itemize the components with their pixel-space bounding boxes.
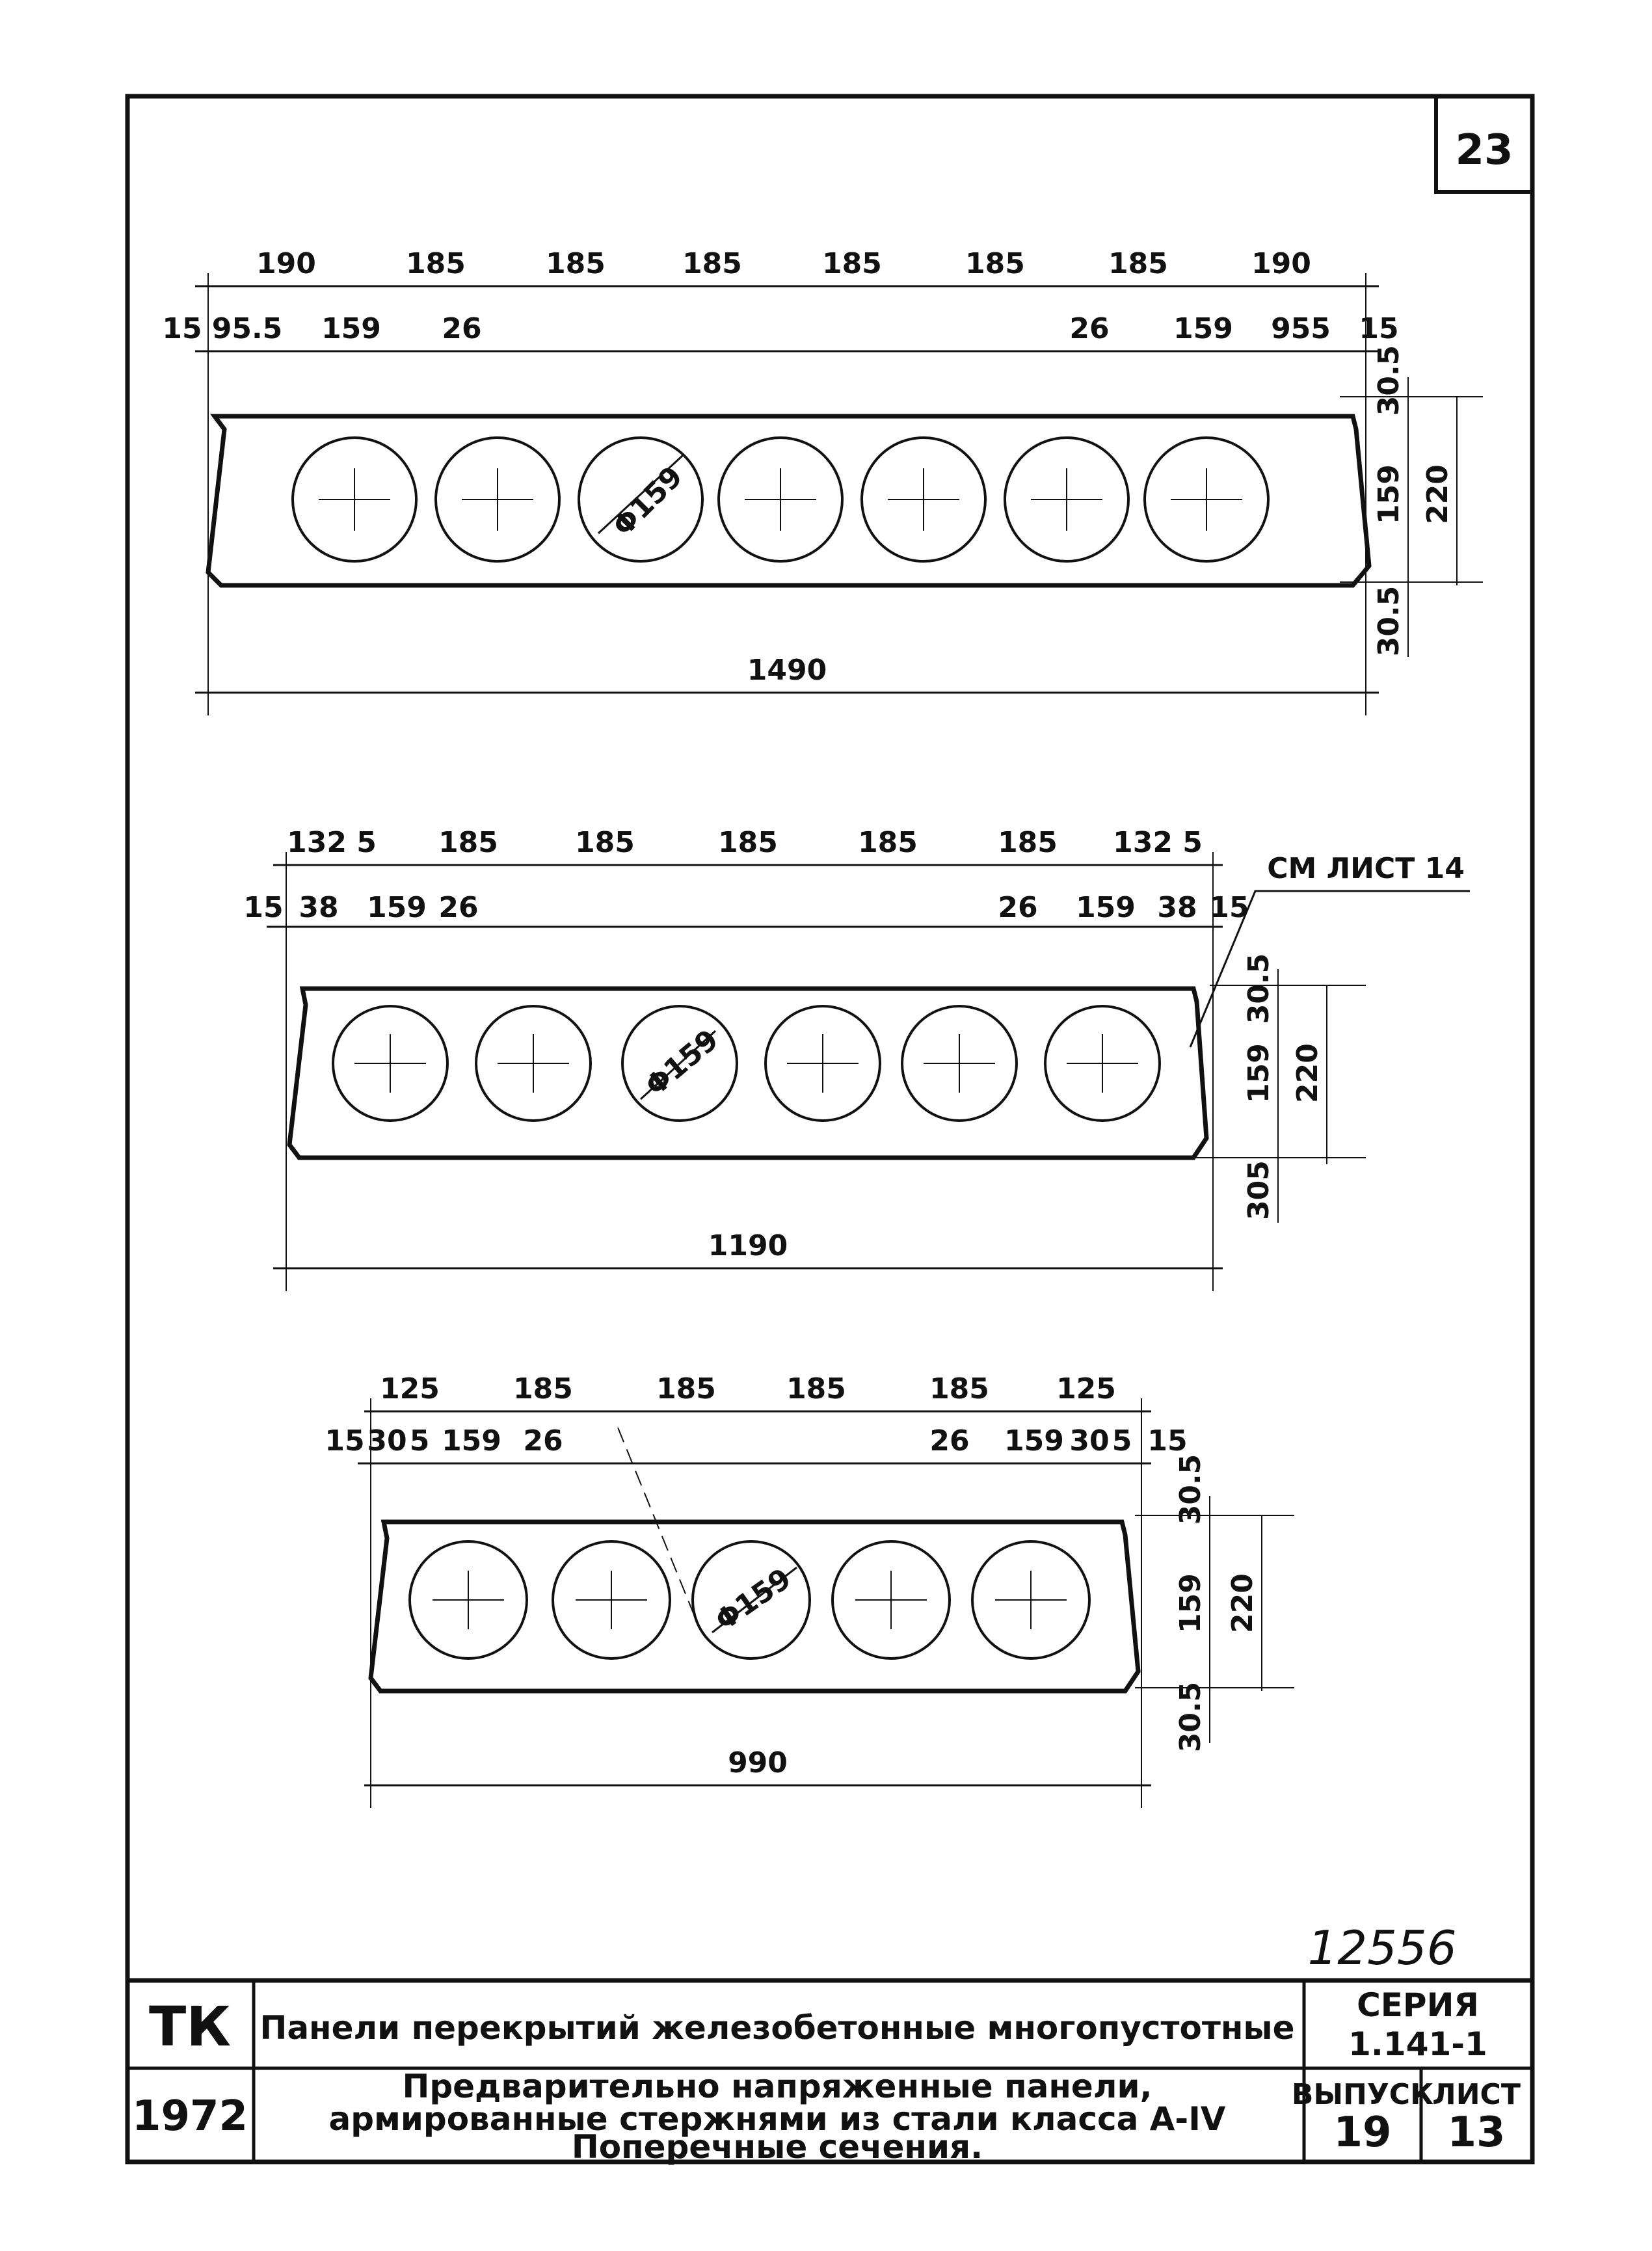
svg-text:132 5: 132 5	[287, 826, 377, 859]
svg-text:185: 185	[998, 826, 1058, 859]
svg-text:1190: 1190	[708, 1229, 788, 1262]
panel-outline-1490	[206, 414, 1372, 588]
series-value: 1.141-1	[1348, 2025, 1487, 2063]
svg-text:305: 305	[1242, 1160, 1275, 1220]
svg-text:185: 185	[438, 826, 498, 859]
svg-text:990: 990	[728, 1746, 788, 1779]
svg-text:190: 190	[1251, 247, 1311, 280]
svg-text:15: 15	[243, 891, 283, 924]
svg-text:30.5: 30.5	[1372, 586, 1406, 657]
svg-text:220: 220	[1421, 464, 1454, 524]
drawing-title: Панели перекрытий железобетонные многопу…	[260, 2009, 1294, 2047]
issue-label: ВЫПУСК	[1292, 2078, 1433, 2111]
svg-text:26: 26	[438, 891, 478, 924]
svg-text:185: 185	[406, 247, 466, 280]
svg-text:30: 30	[367, 1424, 406, 1458]
svg-text:159: 159	[1174, 1573, 1207, 1633]
svg-text:185: 185	[575, 826, 635, 859]
svg-text:185: 185	[682, 247, 742, 280]
svg-text:26: 26	[1069, 312, 1109, 345]
svg-text:185: 185	[965, 247, 1025, 280]
svg-text:159: 159	[1004, 1424, 1064, 1458]
voids-1190	[332, 1005, 1161, 1122]
svg-text:15: 15	[1209, 891, 1249, 924]
sheet-label: ЛИСТ	[1432, 2078, 1521, 2111]
series-label: СЕРИЯ	[1357, 1986, 1479, 2024]
voids-1490	[291, 436, 1270, 563]
svg-text:15: 15	[325, 1424, 364, 1458]
sheet-number: 23	[1455, 126, 1513, 174]
svg-text:26: 26	[929, 1424, 969, 1458]
svg-text:159: 159	[321, 312, 381, 345]
svg-text:185: 185	[513, 1372, 573, 1405]
svg-text:220: 220	[1226, 1573, 1259, 1633]
svg-text:185: 185	[718, 826, 778, 859]
svg-text:1490: 1490	[747, 654, 827, 687]
svg-text:5: 5	[1112, 1424, 1132, 1458]
svg-text:125: 125	[1056, 1372, 1116, 1405]
svg-text:Φ159: Φ159	[710, 1562, 797, 1638]
title-block: ТК 1972 Панели перекрытий железобетонные…	[127, 1978, 1532, 2166]
section-990: 125 185 185 185 185 125 15 30 5 159 26 2…	[325, 1372, 1294, 1808]
svg-text:38: 38	[299, 891, 338, 924]
drawing-subtitle-1: Предварительно напряженные панели,	[403, 2068, 1152, 2105]
svg-text:159: 159	[1242, 1043, 1275, 1103]
svg-text:955: 955	[1271, 312, 1331, 345]
svg-text:159: 159	[1076, 891, 1136, 924]
svg-text:15: 15	[1147, 1424, 1187, 1458]
svg-text:185: 185	[822, 247, 882, 280]
svg-text:185: 185	[656, 1372, 716, 1405]
see-sheet-note: СМ ЛИСТ 14	[1267, 852, 1465, 885]
drawing-subtitle-2: армированные стержнями из стали класса А…	[328, 2100, 1225, 2138]
sheet-number-box	[1434, 96, 1532, 194]
svg-text:159: 159	[1372, 464, 1406, 524]
svg-text:95.5: 95.5	[212, 312, 283, 345]
svg-text:26: 26	[442, 312, 481, 345]
svg-text:185: 185	[546, 247, 606, 280]
svg-text:5: 5	[410, 1424, 430, 1458]
svg-text:15: 15	[162, 312, 202, 345]
svg-text:38: 38	[1157, 891, 1197, 924]
issue-value: 19	[1333, 2109, 1391, 2157]
svg-text:125: 125	[380, 1372, 440, 1405]
panel-outline-1190	[287, 986, 1209, 1160]
panel-outline-990	[368, 1519, 1141, 1694]
svg-text:185: 185	[929, 1372, 989, 1405]
svg-text:Φ159: Φ159	[639, 1023, 725, 1102]
svg-text:26: 26	[998, 891, 1037, 924]
svg-text:159: 159	[367, 891, 427, 924]
section-1190: 132 5 185 185 185 185 185 132 5 15 38 15…	[243, 826, 1470, 1291]
voids-990	[408, 1540, 1091, 1660]
svg-text:30: 30	[1069, 1424, 1109, 1458]
sheet-border	[125, 94, 1535, 2164]
svg-text:30.5: 30.5	[1174, 1454, 1207, 1525]
drawing-subtitle-3: Поперечные сечения.	[572, 2128, 983, 2166]
svg-text:185: 185	[786, 1372, 846, 1405]
org-stamp: ТК	[149, 1995, 231, 2058]
svg-text:26: 26	[523, 1424, 563, 1458]
svg-text:185: 185	[858, 826, 918, 859]
archive-number: 12556	[1307, 1921, 1456, 1975]
svg-text:30.5: 30.5	[1174, 1682, 1207, 1753]
svg-text:159: 159	[1173, 312, 1233, 345]
svg-text:185: 185	[1108, 247, 1168, 280]
section-1490: 190 185 185 185 185 185 185 190 15 95.5 …	[162, 247, 1483, 715]
svg-text:190: 190	[256, 247, 316, 280]
svg-text:132 5: 132 5	[1113, 826, 1203, 859]
svg-text:Φ159: Φ159	[606, 460, 689, 542]
svg-text:30.5: 30.5	[1372, 345, 1406, 416]
svg-text:159: 159	[442, 1424, 501, 1458]
svg-text:30.5: 30.5	[1242, 953, 1275, 1024]
svg-text:15: 15	[1359, 312, 1398, 345]
sheet-value: 13	[1447, 2109, 1505, 2157]
svg-text:220: 220	[1291, 1043, 1324, 1103]
year: 1972	[132, 2092, 248, 2140]
